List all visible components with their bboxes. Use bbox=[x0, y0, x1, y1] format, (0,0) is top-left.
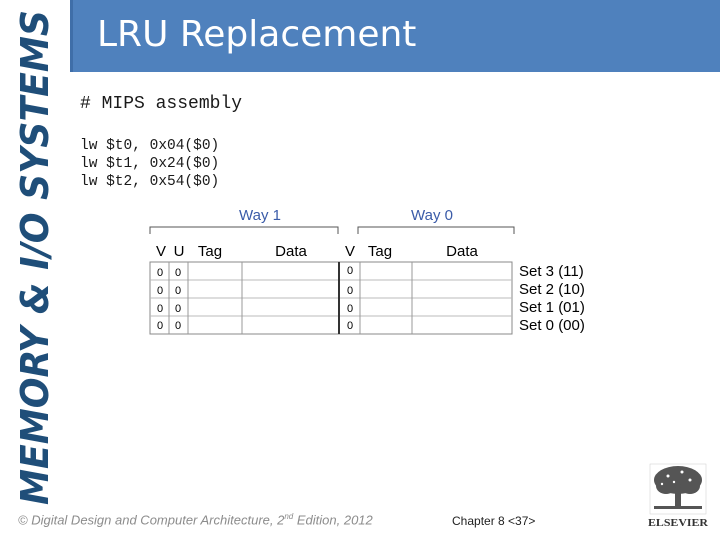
elsevier-logo: ELSEVIER bbox=[648, 463, 709, 529]
set-label: Set 3 (11) bbox=[519, 263, 584, 280]
copyright-suffix: Edition, 2012 bbox=[293, 512, 373, 528]
header-data-way0: Data bbox=[446, 243, 478, 260]
set-label: Set 0 (00) bbox=[519, 317, 585, 334]
header-tag-way1: Tag bbox=[198, 243, 222, 260]
way0-brace bbox=[357, 226, 515, 234]
header-v-way0: V bbox=[345, 243, 355, 260]
header-v-way1: V bbox=[156, 243, 166, 260]
way0-valid-bit: 0 bbox=[347, 303, 353, 315]
side-title: MEMORY & I/O SYSTEMS bbox=[0, 0, 66, 510]
header-tag-way0: Tag bbox=[368, 243, 392, 260]
code-line: lw $t0, 0x04($0) bbox=[80, 138, 220, 154]
slide-title: LRU Replacement bbox=[97, 14, 417, 55]
way0-label: Way 0 bbox=[411, 207, 453, 224]
way1-brace bbox=[149, 226, 339, 234]
code-line: lw $t1, 0x24($0) bbox=[80, 156, 220, 172]
chapter-page: Chapter 8 <37> bbox=[452, 514, 536, 528]
copyright-prefix: © Digital Design and Computer Architectu… bbox=[18, 512, 285, 528]
way1-valid-bit: 0 bbox=[157, 320, 163, 332]
title-divider bbox=[70, 0, 73, 72]
way1-use-bit: 0 bbox=[175, 303, 181, 315]
way0-valid-bit: 0 bbox=[347, 265, 353, 277]
copyright: © Digital Design and Computer Architectu… bbox=[18, 512, 373, 527]
header-u-way1: U bbox=[174, 243, 185, 260]
elsevier-wordmark: ELSEVIER bbox=[648, 517, 709, 529]
way1-label: Way 1 bbox=[239, 207, 281, 224]
way1-use-bit: 0 bbox=[175, 285, 181, 297]
header-data-way1: Data bbox=[275, 243, 307, 260]
way1-use-bit: 0 bbox=[175, 267, 181, 279]
set-label: Set 1 (01) bbox=[519, 299, 585, 316]
way1-valid-bit: 0 bbox=[157, 303, 163, 315]
way1-valid-bit: 0 bbox=[157, 267, 163, 279]
cache-grid bbox=[149, 261, 513, 335]
side-title-text: MEMORY & I/O SYSTEMS bbox=[13, 10, 57, 505]
code-line: lw $t2, 0x54($0) bbox=[80, 174, 220, 190]
way1-valid-bit: 0 bbox=[157, 285, 163, 297]
way0-valid-bit: 0 bbox=[347, 320, 353, 332]
set-label: Set 2 (10) bbox=[519, 281, 585, 298]
way1-use-bit: 0 bbox=[175, 320, 181, 332]
cache-diagram: Way 1 Way 0 V U Tag Data V Tag Data 0 bbox=[149, 207, 585, 335]
title-bar bbox=[73, 0, 720, 72]
way0-valid-bit: 0 bbox=[347, 285, 353, 297]
code-comment: # MIPS assembly bbox=[80, 94, 243, 114]
copyright-sup: nd bbox=[284, 512, 294, 521]
